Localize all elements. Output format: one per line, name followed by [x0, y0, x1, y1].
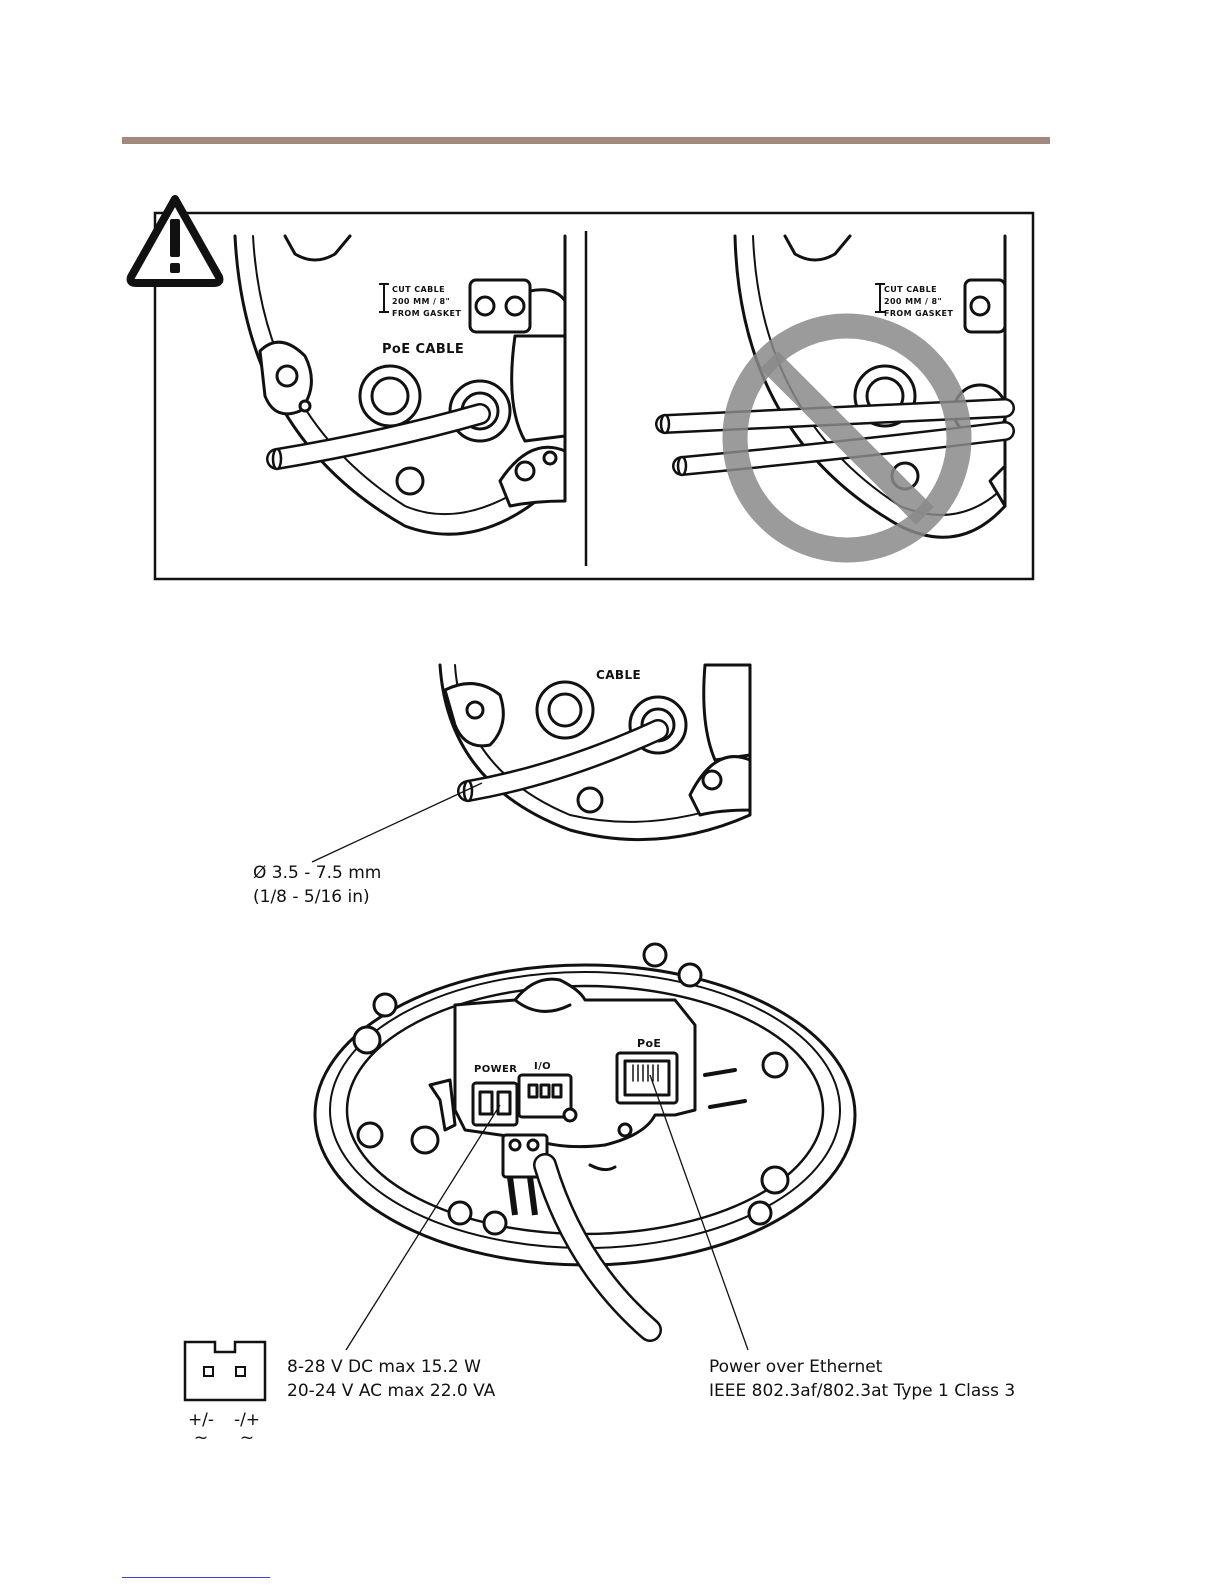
- power-spec-dc: 8-28 V DC max 15.2 W: [287, 1356, 481, 1379]
- connector-base-illustration: [305, 935, 865, 1295]
- cable-top-label: CABLE: [596, 668, 641, 682]
- correct-cut-label: CUT CABLE: [392, 285, 445, 294]
- pin-left-label: +/-: [181, 1410, 221, 1430]
- pin-right-label: -/+: [227, 1410, 267, 1430]
- footer-link-underline[interactable]: [122, 1577, 270, 1578]
- poe-port-label: PoE: [637, 1037, 661, 1050]
- correct-len-label: 200 MM / 8": [392, 297, 450, 306]
- cable-detail-illustration: [440, 665, 760, 850]
- correct-from-label: FROM GASKET: [392, 309, 461, 318]
- pin-left-ac-label: ~: [181, 1428, 221, 1448]
- pin-right-ac-label: ~: [227, 1428, 267, 1448]
- poe-spec-title: Power over Ethernet: [709, 1356, 882, 1379]
- incorrect-len-label: 200 MM / 8": [884, 297, 942, 306]
- io-port-label: I/O: [534, 1061, 551, 1072]
- correct-poe-cable-label: PoE CABLE: [382, 342, 464, 357]
- power-spec-ac: 20-24 V AC max 22.0 VA: [287, 1380, 495, 1403]
- cable-diameter-mm: Ø 3.5 - 7.5 mm: [253, 862, 381, 885]
- power-terminal-icon: [180, 1338, 270, 1408]
- prohibited-icon: [717, 308, 977, 568]
- cable-diameter-in: (1/8 - 5/16 in): [253, 886, 370, 909]
- power-port-label: POWER: [474, 1064, 517, 1075]
- poe-spec-standard: IEEE 802.3af/802.3at Type 1 Class 3: [709, 1380, 1015, 1403]
- incorrect-cut-label: CUT CABLE: [884, 285, 937, 294]
- warning-icon: [125, 193, 225, 288]
